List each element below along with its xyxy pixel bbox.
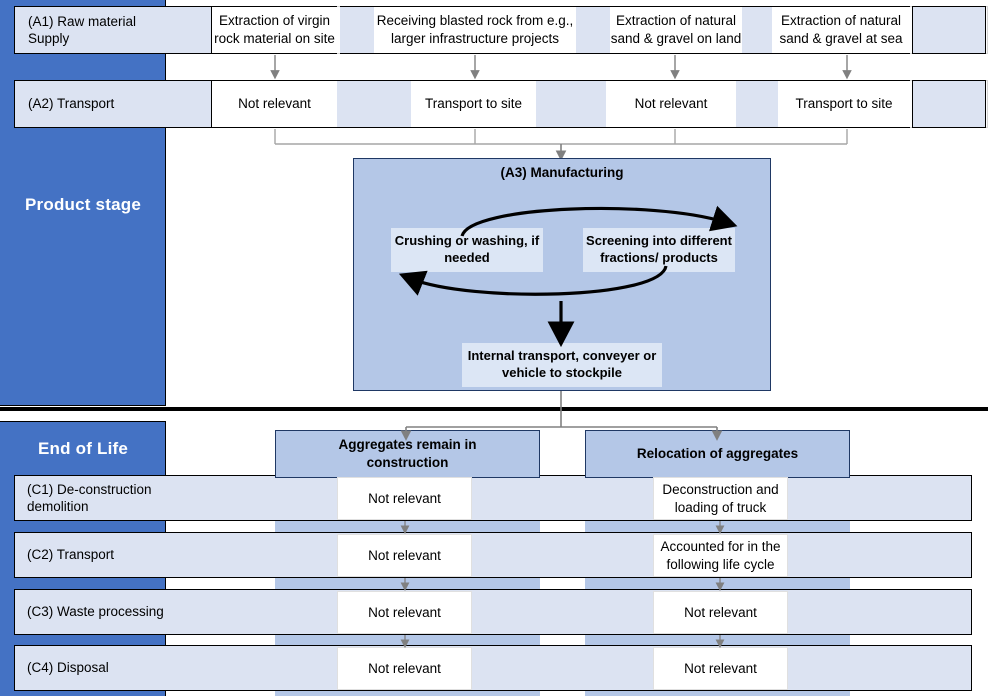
row-label-c4-text: (C4) Disposal (27, 660, 109, 676)
cell-c2-relocation: Accounted for in the following life cycl… (653, 534, 788, 577)
spacer-a1-3 (742, 6, 772, 54)
cell-c1-relocation: Deconstruction and loading of truck (653, 477, 788, 520)
cell-a1-2: Receiving blasted rock from e.g., larger… (374, 6, 576, 54)
cell-c3-relocation: Not relevant (653, 591, 788, 634)
cell-a1-4: Extraction of natural sand & gravel at s… (772, 6, 910, 54)
arrow-a2-merge-group (274, 129, 848, 161)
cell-a1-4-text: Extraction of natural sand & gravel at s… (779, 13, 903, 46)
cell-c1-remain: Not relevant (337, 477, 472, 520)
cell-a1-3-text: Extraction of natural sand & gravel on l… (610, 13, 742, 46)
cell-c2-relocation-text: Accounted for in the following life cycl… (660, 538, 781, 572)
spacer-a2-2 (536, 80, 606, 128)
cell-c4-relocation-text: Not relevant (684, 660, 757, 676)
manufacturing-box-crushing-text: Crushing or washing, if needed (394, 233, 540, 265)
row-label-c1: (C1) De-construction demolition (14, 475, 274, 521)
eol-branch-header-relocation: Relocation of aggregates (585, 430, 850, 478)
cell-a2-3-text: Not relevant (634, 96, 708, 112)
cell-c3-remain-text: Not relevant (368, 604, 441, 620)
row-label-c3-text: (C3) Waste processing (27, 604, 164, 620)
cell-c1-remain-text: Not relevant (368, 490, 441, 506)
cycle-arrow-top (460, 205, 738, 237)
cell-a2-3: Not relevant (606, 80, 736, 128)
cell-a1-2-text: Receiving blasted rock from e.g., larger… (376, 13, 574, 46)
cell-a2-1: Not relevant (212, 80, 337, 128)
stage-label-product: Product stage (25, 195, 141, 214)
row-label-c1-text: (C1) De-construction demolition (27, 481, 152, 514)
manufacturing-box-internal-transport: Internal transport, conveyer or vehicle … (462, 343, 662, 387)
spacer-a2-4 (912, 80, 986, 128)
row-band-c3 (14, 589, 972, 635)
cell-a1-3: Extraction of natural sand & gravel on l… (610, 6, 742, 54)
cell-a2-2-text: Transport to site (424, 96, 523, 112)
cell-c4-relocation: Not relevant (653, 647, 788, 690)
eol-branch-header-remain-text: Aggregates remain in construction (338, 437, 477, 470)
row-label-a2-text: (A2) Transport (28, 96, 115, 112)
row-label-c3: (C3) Waste processing (14, 589, 274, 635)
row-label-a1-text: (A1) Raw material Supply (28, 13, 137, 46)
cell-c2-remain: Not relevant (337, 534, 472, 577)
manufacturing-box-screening: Screening into different fractions/ prod… (583, 228, 735, 272)
cell-c3-relocation-text: Not relevant (684, 604, 757, 620)
stage-bar-product (0, 0, 166, 406)
manufacturing-box-crushing: Crushing or washing, if needed (391, 228, 543, 272)
cell-a1-1-text: Extraction of virgin rock material on si… (214, 13, 335, 46)
stage-label-eol: End of Life (37, 439, 129, 458)
spacer-a1-4 (912, 6, 986, 54)
row-label-c4: (C4) Disposal (14, 645, 274, 691)
cell-c4-remain: Not relevant (337, 647, 472, 690)
cell-c1-relocation-text: Deconstruction and loading of truck (662, 481, 779, 515)
row-label-c2-text: (C2) Transport (27, 547, 115, 563)
cell-a2-4-text: Transport to site (795, 96, 893, 112)
row-band-c1 (14, 475, 972, 521)
row-label-c2: (C2) Transport (14, 532, 274, 578)
cell-c4-remain-text: Not relevant (368, 660, 441, 676)
manufacturing-box-internal-transport-text: Internal transport, conveyer or vehicle … (467, 348, 657, 380)
arrow-a1-to-a2-group (270, 55, 852, 80)
cycle-arrow-bottom (398, 265, 668, 296)
row-band-c4 (14, 645, 972, 691)
cell-a2-1-text: Not relevant (238, 96, 311, 112)
manufacturing-box-screening-text: Screening into different fractions/ prod… (586, 233, 732, 265)
manufacturing-title: (A3) Manufacturing (500, 165, 624, 180)
cell-a2-2: Transport to site (411, 80, 536, 128)
cell-c3-remain: Not relevant (337, 591, 472, 634)
section-divider (0, 407, 988, 411)
cell-a1-1: Extraction of virgin rock material on si… (212, 6, 337, 54)
row-label-a1: (A1) Raw material Supply (14, 6, 212, 54)
spacer-a1-2 (576, 6, 610, 54)
spacer-a1-1 (340, 6, 374, 54)
row-band-c2 (14, 532, 972, 578)
cell-c2-remain-text: Not relevant (368, 547, 441, 563)
spacer-a2-1 (337, 80, 411, 128)
row-label-a2: (A2) Transport (14, 80, 212, 128)
cell-a2-4: Transport to site (778, 80, 910, 128)
eol-branch-header-relocation-text: Relocation of aggregates (636, 446, 799, 462)
